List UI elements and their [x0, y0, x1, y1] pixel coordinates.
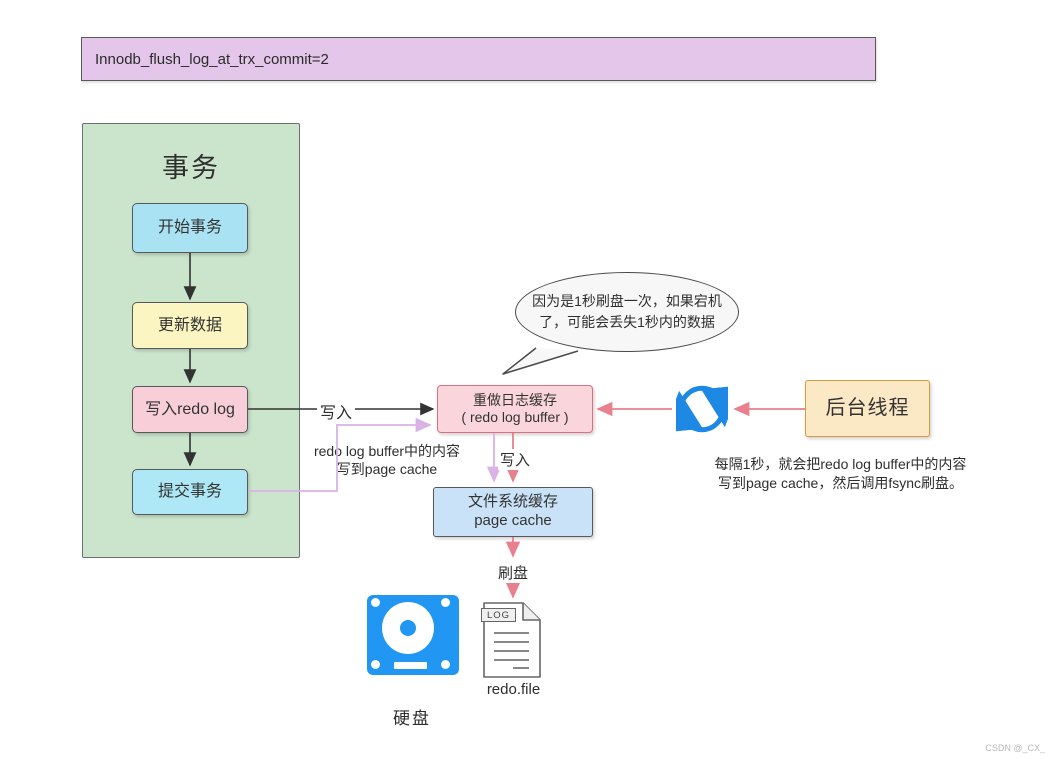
node-update-data: 更新数据	[132, 302, 248, 349]
disk-slot	[394, 662, 427, 669]
redo-file-icon: LOG	[481, 601, 543, 679]
hard-disk-icon	[367, 595, 459, 675]
page-cache-line1: 文件系统缓存	[467, 493, 558, 511]
speech-bubble: 因为是1秒刷盘一次，如果宕机 了，可能会丢失1秒内的数据	[515, 272, 739, 352]
disk-screw	[371, 660, 380, 669]
node-commit-transaction-label: 提交事务	[157, 483, 222, 500]
config-banner-text: Innodb_flush_log_at_trx_commit=2	[95, 50, 329, 68]
background-thread-note-line2: 写到page cache，然后调用fsync刷盘。	[717, 475, 964, 491]
watermark: CSDN @_CX_	[985, 743, 1045, 753]
hard-disk-caption: 硬盘	[393, 709, 431, 728]
node-commit-transaction: 提交事务	[132, 469, 248, 515]
node-update-data-label: 更新数据	[157, 316, 222, 334]
write-label-to-buffer: 写入	[317, 399, 356, 423]
node-start-transaction-label: 开始事务	[157, 219, 222, 236]
disk-hub	[400, 620, 416, 636]
background-thread-note: 每隔1秒，就会把redo log buffer中的内容 写到page cache…	[688, 455, 993, 493]
flush-label: 刷盘	[488, 562, 538, 583]
write-label-to-cache: 写入	[498, 449, 533, 470]
commit-path-note: redo log buffer中的内容 写到page cache	[298, 442, 476, 478]
disk-screw	[441, 660, 450, 669]
node-write-redo-log: 写入redo log	[132, 386, 248, 433]
file-log-badge: LOG	[481, 608, 516, 622]
node-start-transaction: 开始事务	[132, 203, 248, 253]
page-cache-line2: page cache	[474, 512, 552, 529]
disk-screw	[371, 598, 380, 607]
node-redo-log-buffer: 重做日志缓存 ( redo log buffer )	[437, 385, 593, 433]
commit-path-note-line1: redo log buffer中的内容	[313, 443, 461, 459]
node-write-redo-log-label: 写入redo log	[145, 400, 235, 418]
transaction-title: 事务	[162, 153, 220, 183]
speech-bubble-line1: 因为是1秒刷盘一次，如果宕机	[532, 293, 722, 309]
background-thread-note-line1: 每隔1秒，就会把redo log buffer中的内容	[714, 456, 967, 472]
config-banner: Innodb_flush_log_at_trx_commit=2	[81, 37, 876, 81]
redo-log-buffer-line2: ( redo log buffer )	[461, 409, 569, 425]
speech-bubble-line2: 了，可能会丢失1秒内的数据	[539, 314, 715, 330]
node-page-cache: 文件系统缓存 page cache	[433, 487, 593, 537]
commit-path-note-line2: 写到page cache	[336, 461, 438, 477]
redo-file-caption: redo.file	[486, 681, 541, 698]
background-thread-label: 后台线程	[825, 397, 910, 419]
loop-refresh-icon	[676, 385, 728, 433]
node-background-thread: 后台线程	[805, 380, 930, 437]
redo-log-buffer-line1: 重做日志缓存	[473, 391, 557, 408]
disk-screw	[441, 598, 450, 607]
